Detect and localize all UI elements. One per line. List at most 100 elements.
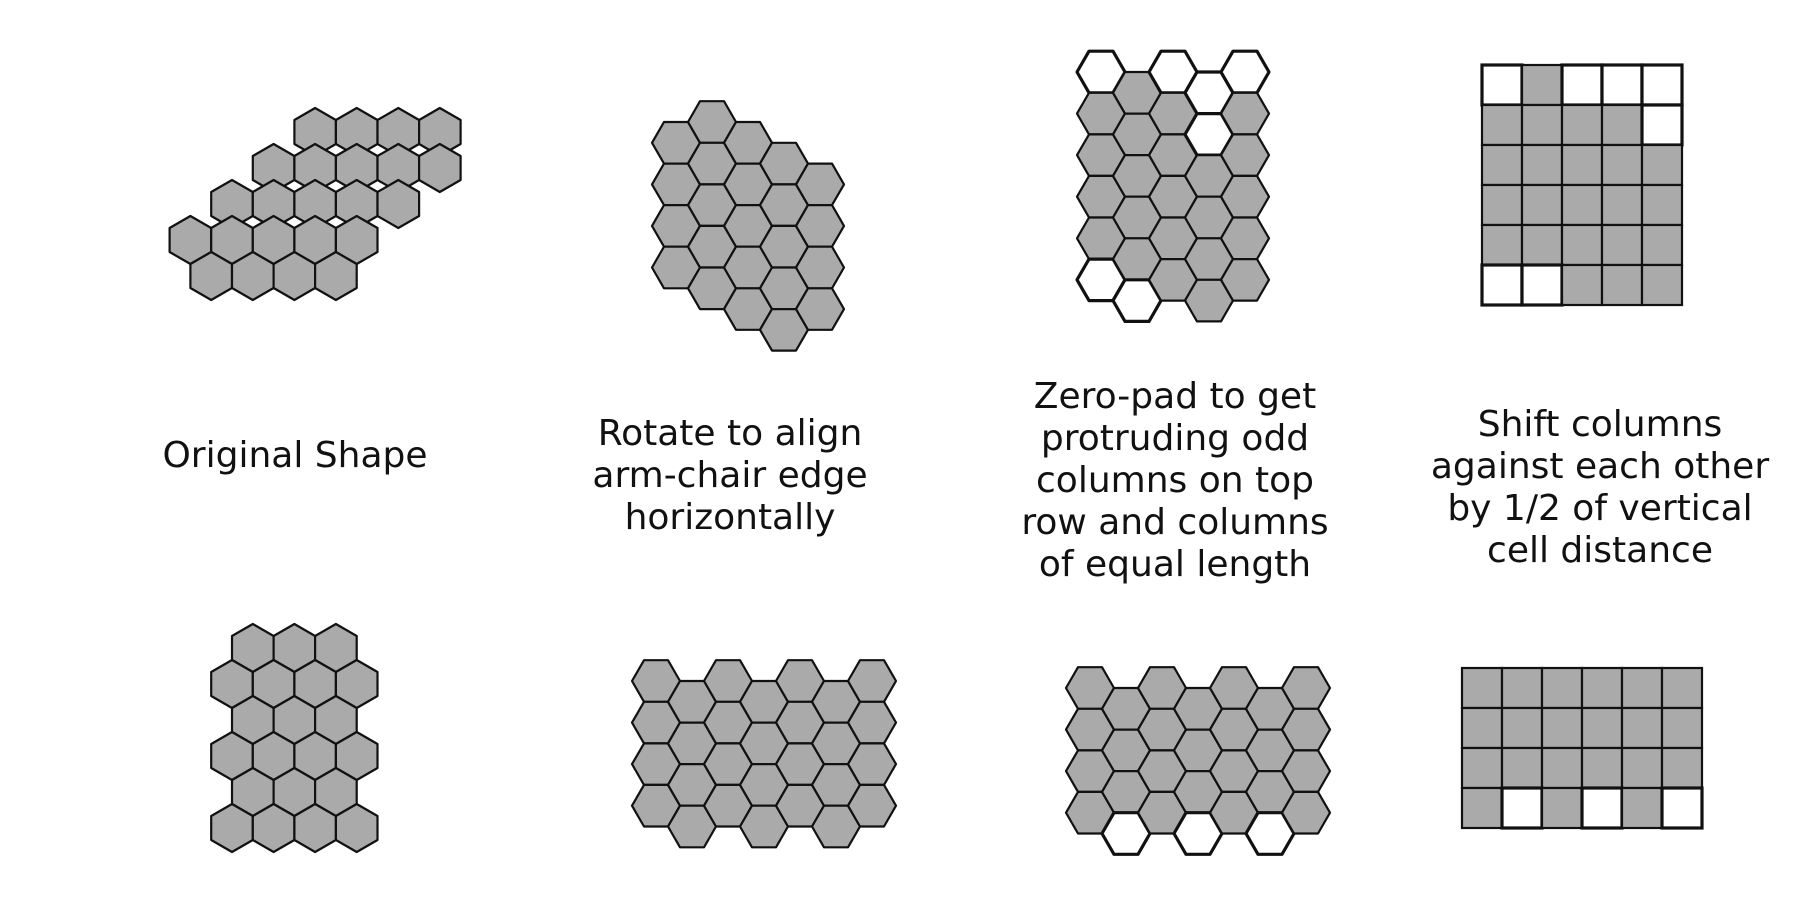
caption-line: arm-chair edge [592, 455, 868, 496]
empty-square-cell [1580, 786, 1624, 830]
caption-line: Zero-pad to get [1033, 376, 1317, 417]
filled-hex-cell [846, 700, 898, 745]
filled-square-cell [1600, 263, 1644, 307]
top-zero-padded-shape [1075, 49, 1271, 323]
filled-hex-cell [846, 783, 898, 828]
filled-square-cell [1640, 183, 1684, 227]
filled-hex-cell [293, 802, 337, 854]
filled-hex-cell [230, 250, 275, 302]
caption-line: against each other [1430, 446, 1770, 487]
caption-line: row and columns [1021, 502, 1329, 543]
filled-square-cell [1600, 223, 1644, 267]
caption-line: Rotate to align [597, 413, 863, 454]
filled-hex-cell [1280, 749, 1332, 794]
filled-square-cell [1560, 223, 1604, 267]
empty-square-cell [1640, 63, 1684, 107]
empty-square-cell [1660, 786, 1704, 830]
empty-square-cell [1520, 263, 1564, 307]
caption-shift-columns: Shift columns against each other by 1/2 … [1405, 404, 1795, 572]
filled-square-cell [1520, 223, 1564, 267]
filled-square-cell [1520, 143, 1564, 187]
filled-square-cell [1580, 666, 1624, 710]
filled-hex-cell [846, 742, 898, 787]
filled-square-cell [1600, 183, 1644, 227]
filled-square-cell [1480, 143, 1524, 187]
caption-zero-pad: Zero-pad to get protruding odd columns o… [990, 376, 1360, 586]
filled-square-cell [1640, 223, 1684, 267]
caption-original-shape: Original Shape [110, 435, 480, 477]
caption-line: cell distance [1487, 530, 1713, 571]
filled-hex-cell [1219, 133, 1271, 177]
filled-square-cell [1500, 746, 1544, 790]
filled-square-cell [1640, 263, 1684, 307]
top-rotated-shape [650, 100, 846, 352]
filled-hex-cell [1280, 790, 1332, 835]
caption-line: protruding odd [1040, 418, 1310, 459]
filled-square-cell [1460, 666, 1504, 710]
empty-square-cell [1480, 63, 1524, 107]
empty-hex-cell [1219, 49, 1271, 95]
top-original-shape [168, 106, 462, 302]
filled-hex-cell [794, 287, 846, 331]
bottom-square-grid [1460, 666, 1704, 830]
filled-square-cell [1660, 746, 1704, 790]
bottom-zero-padded-shape [1064, 666, 1332, 856]
caption-line: horizontally [624, 497, 836, 538]
filled-square-cell [1560, 103, 1604, 147]
filled-hex-cell [418, 142, 462, 194]
filled-square-cell [1560, 143, 1604, 187]
filled-hex-cell [376, 178, 421, 230]
filled-hex-cell [189, 250, 234, 302]
bottom-original-shape [210, 622, 379, 854]
empty-square-cell [1600, 63, 1644, 107]
filled-square-cell [1580, 746, 1624, 790]
filled-hex-cell [272, 250, 317, 302]
filled-hex-cell [794, 204, 846, 248]
filled-square-cell [1540, 666, 1584, 710]
filled-hex-cell [210, 802, 254, 854]
filled-square-cell [1560, 263, 1604, 307]
filled-square-cell [1540, 746, 1584, 790]
empty-square-cell [1480, 263, 1524, 307]
filled-hex-cell [1280, 666, 1332, 710]
filled-square-cell [1480, 223, 1524, 267]
filled-hex-cell [794, 245, 846, 290]
bottom-rotated-shape [630, 659, 898, 849]
caption-line: by 1/2 of vertical [1447, 488, 1753, 529]
filled-square-cell [1620, 746, 1664, 790]
filled-hex-cell [314, 250, 358, 302]
filled-square-cell [1620, 706, 1664, 750]
filled-hex-cell [251, 802, 296, 854]
top-square-grid [1480, 63, 1684, 307]
filled-hex-cell [334, 802, 379, 854]
filled-square-cell [1540, 706, 1584, 750]
filled-square-cell [1500, 666, 1544, 710]
filled-square-cell [1660, 706, 1704, 750]
caption-line: Original Shape [162, 435, 428, 476]
filled-square-cell [1480, 103, 1524, 147]
filled-square-cell [1600, 143, 1644, 187]
empty-square-cell [1640, 103, 1684, 147]
filled-square-cell [1520, 103, 1564, 147]
empty-square-cell [1560, 63, 1604, 107]
filled-hex-cell [1219, 216, 1271, 261]
empty-square-cell [1500, 786, 1544, 830]
caption-line: Shift columns [1477, 404, 1723, 445]
filled-square-cell [1520, 63, 1564, 107]
filled-hex-cell [1219, 174, 1271, 219]
caption-line: columns on top [1036, 460, 1314, 501]
filled-square-cell [1640, 143, 1684, 187]
filled-square-cell [1520, 183, 1564, 227]
filled-square-cell [1580, 706, 1624, 750]
filled-square-cell [1620, 786, 1664, 830]
filled-square-cell [1480, 183, 1524, 227]
filled-square-cell [1460, 706, 1504, 750]
filled-square-cell [1660, 666, 1704, 710]
filled-square-cell [1540, 786, 1584, 830]
filled-hex-cell [846, 659, 898, 703]
filled-square-cell [1460, 786, 1504, 830]
filled-hex-cell [1219, 91, 1271, 136]
filled-hex-cell [1280, 707, 1332, 752]
caption-line: of equal length [1038, 544, 1312, 585]
filled-hex-cell [1219, 258, 1271, 302]
